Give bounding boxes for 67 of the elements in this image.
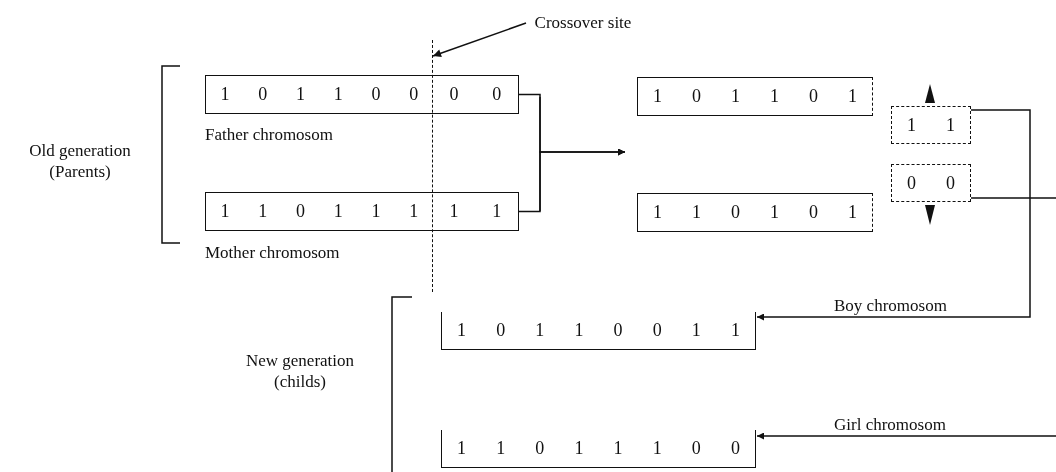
bit-digit: 1 xyxy=(457,320,467,341)
bit-digit: 1 xyxy=(770,86,779,107)
bit-digit: 1 xyxy=(258,201,268,222)
bit-digit: 1 xyxy=(574,438,584,459)
bit-digit: 1 xyxy=(220,84,230,105)
bit-digit: 1 xyxy=(496,438,506,459)
bit-digit: 1 xyxy=(907,114,916,136)
crossover-line xyxy=(432,40,435,292)
bit-digit: 0 xyxy=(295,201,305,222)
bit-digit: 1 xyxy=(691,320,701,341)
bit-digit: 1 xyxy=(409,201,419,222)
chromosome-box xyxy=(637,77,873,116)
gene-segment-box xyxy=(891,164,971,202)
bit-digit: 1 xyxy=(492,201,502,222)
bit-digit: 0 xyxy=(730,438,740,459)
bit-digit: 0 xyxy=(371,84,381,105)
bit-digit: 0 xyxy=(449,84,459,105)
bit-digit: 1 xyxy=(333,84,343,105)
bit-digit: 1 xyxy=(848,86,857,107)
bit-digit: 1 xyxy=(731,86,740,107)
bit-digit: 0 xyxy=(409,84,419,105)
edge-label: Boy chromosom xyxy=(832,297,949,316)
chromosome-box xyxy=(637,193,873,232)
chromosome-box xyxy=(205,192,519,231)
group-label: New generation (childs) xyxy=(244,350,356,393)
bit-digit: 0 xyxy=(535,438,545,459)
bit-digit: 0 xyxy=(496,320,506,341)
bit-digit: 0 xyxy=(809,86,818,107)
chromosome-box xyxy=(205,75,519,114)
bit-digit: 1 xyxy=(535,320,545,341)
chromosome-box xyxy=(441,312,756,350)
arrow xyxy=(756,109,1031,321)
bit-digit: 1 xyxy=(730,320,740,341)
chromosome-box xyxy=(441,430,756,468)
bit-digit: 0 xyxy=(731,202,740,223)
group-label: Old generation (Parents) xyxy=(28,140,132,183)
leader-line xyxy=(432,22,527,58)
arrow xyxy=(518,148,626,213)
bit-digit: 1 xyxy=(371,201,381,222)
bit-digit: 1 xyxy=(220,201,230,222)
bit-digit: 0 xyxy=(692,86,701,107)
bit-digit: 1 xyxy=(449,201,459,222)
bit-digit: 0 xyxy=(492,84,502,105)
arrow xyxy=(756,197,1056,440)
bit-digit: 0 xyxy=(809,202,818,223)
bit-digit: 0 xyxy=(613,320,623,341)
bit-digit: 0 xyxy=(652,320,662,341)
bit-digit: 1 xyxy=(692,202,701,223)
bit-digit: 1 xyxy=(574,320,584,341)
bit-digit: 1 xyxy=(613,438,623,459)
bit-digit: 1 xyxy=(770,202,779,223)
bit-digit: 1 xyxy=(457,438,467,459)
bit-digit: 1 xyxy=(946,114,955,136)
chromosome-caption: Mother chromosom xyxy=(205,243,340,264)
bit-digit: 1 xyxy=(653,86,662,107)
gene-segment-box xyxy=(891,106,971,144)
bit-digit: 1 xyxy=(295,84,305,105)
bit-digit: 1 xyxy=(333,201,343,222)
bit-digit: 1 xyxy=(653,202,662,223)
bit-digit: 1 xyxy=(652,438,662,459)
bit-digit: 0 xyxy=(907,172,916,194)
bit-digit: 0 xyxy=(691,438,701,459)
bit-digit: 0 xyxy=(946,172,955,194)
chromosome-caption: Father chromosom xyxy=(205,125,333,146)
bit-digit: 0 xyxy=(258,84,268,105)
annotation-text: Crossover site xyxy=(533,12,633,34)
bit-digit: 1 xyxy=(848,202,857,223)
